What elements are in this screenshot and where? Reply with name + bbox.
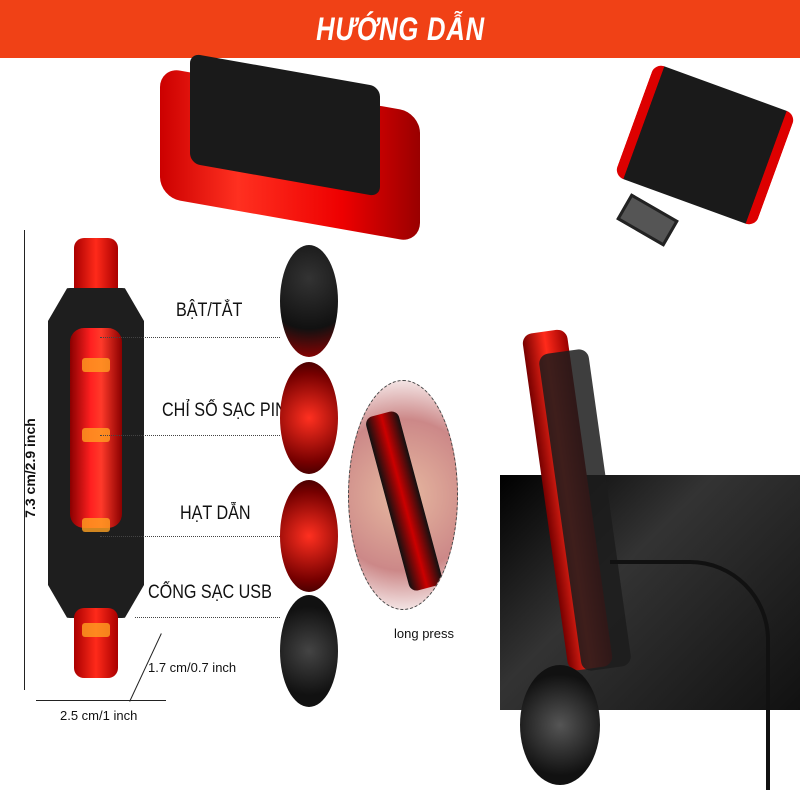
label-battery: CHỈ SỐ SẠC PIN — [162, 400, 287, 421]
detail-usb-port — [280, 595, 338, 707]
detail-power-button — [280, 245, 338, 357]
label-led: HẠT DẪN — [180, 503, 251, 524]
detail-led — [280, 480, 338, 592]
product-photo-top — [150, 53, 430, 243]
page-title: HƯỚNG DẪN — [315, 10, 485, 47]
depth-dimension: 1.7 cm/0.7 inch — [148, 660, 237, 675]
long-press-caption: long press — [394, 626, 454, 641]
tail-light-diagram — [48, 238, 144, 678]
label-power: BẬT/TẮT — [176, 300, 243, 321]
product-photo-cable — [560, 62, 800, 255]
detail-battery-indicator — [280, 362, 338, 474]
long-press-photo — [348, 380, 458, 610]
header-banner: HƯỚNG DẪN — [0, 0, 800, 58]
width-dimension: 2.5 cm/1 inch — [60, 708, 138, 723]
label-usb: CỔNG SẠC USB — [148, 582, 272, 603]
detail-charging-port — [520, 665, 600, 785]
